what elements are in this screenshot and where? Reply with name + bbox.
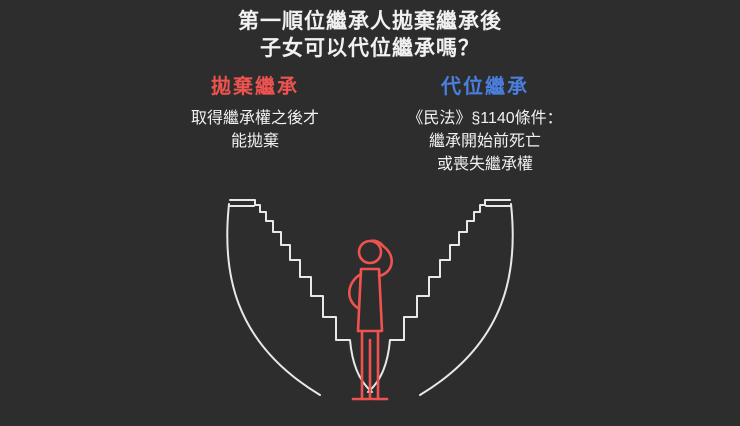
subrogation-inheritance-text: 《民法》§1140條件： 繼承開始前死亡 或喪失繼承權 [370,107,600,176]
right-staircase [367,199,511,393]
title-line-1: 第一順位繼承人拋棄繼承後 [238,10,502,33]
abandon-inheritance-text: 取得繼承權之後才 能拋棄 [140,107,370,153]
subrogation-inheritance-column: 代位繼承 《民法》§1140條件： 繼承開始前死亡 或喪失繼承權 [370,70,600,176]
subrogation-line-3: 或喪失繼承權 [436,156,533,173]
v-staircases-confused-person-icon [226,199,514,401]
subrogation-line-2: 繼承開始前死亡 [428,133,541,150]
comparison-columns: 拋棄繼承 取得繼承權之後才 能拋棄 代位繼承 《民法》§1140條件： 繼承開始… [0,70,740,176]
page-title: 第一順位繼承人拋棄繼承後 子女可以代位繼承嗎？ [238,8,502,62]
staircase-illustration [210,190,530,409]
abandon-line-1: 取得繼承權之後才 [190,110,319,127]
right-staircase-outer-curve [419,203,514,396]
subrogation-inheritance-heading: 代位繼承 [441,76,529,98]
left-staircase [229,199,373,393]
confused-person-icon [348,239,393,401]
abandon-inheritance-column: 拋棄繼承 取得繼承權之後才 能拋棄 [140,70,370,176]
abandon-line-2: 能拋棄 [230,133,279,150]
title-line-2: 子女可以代位繼承嗎？ [260,37,480,60]
abandon-inheritance-heading: 拋棄繼承 [211,76,299,98]
left-staircase-outer-curve [226,203,321,396]
subrogation-line-1: 《民法》§1140條件： [407,110,563,127]
